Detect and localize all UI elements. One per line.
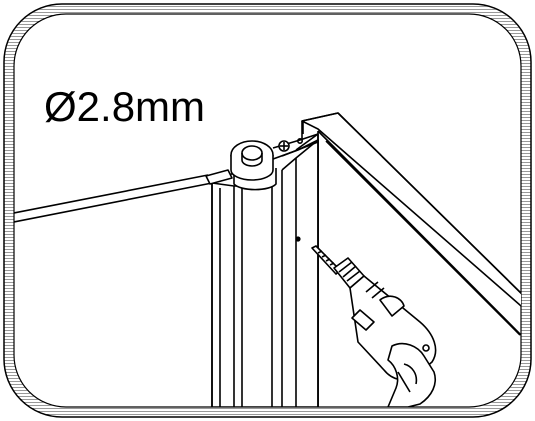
wall-frame-profile	[301, 112, 521, 407]
drill-hole-mark	[295, 236, 301, 242]
power-drill-icon	[311, 245, 437, 407]
drill-bit-diameter-label: Ø2.8mm	[44, 83, 206, 130]
glass-panel-edge	[14, 174, 213, 223]
hinge-pivot-block	[205, 121, 319, 191]
